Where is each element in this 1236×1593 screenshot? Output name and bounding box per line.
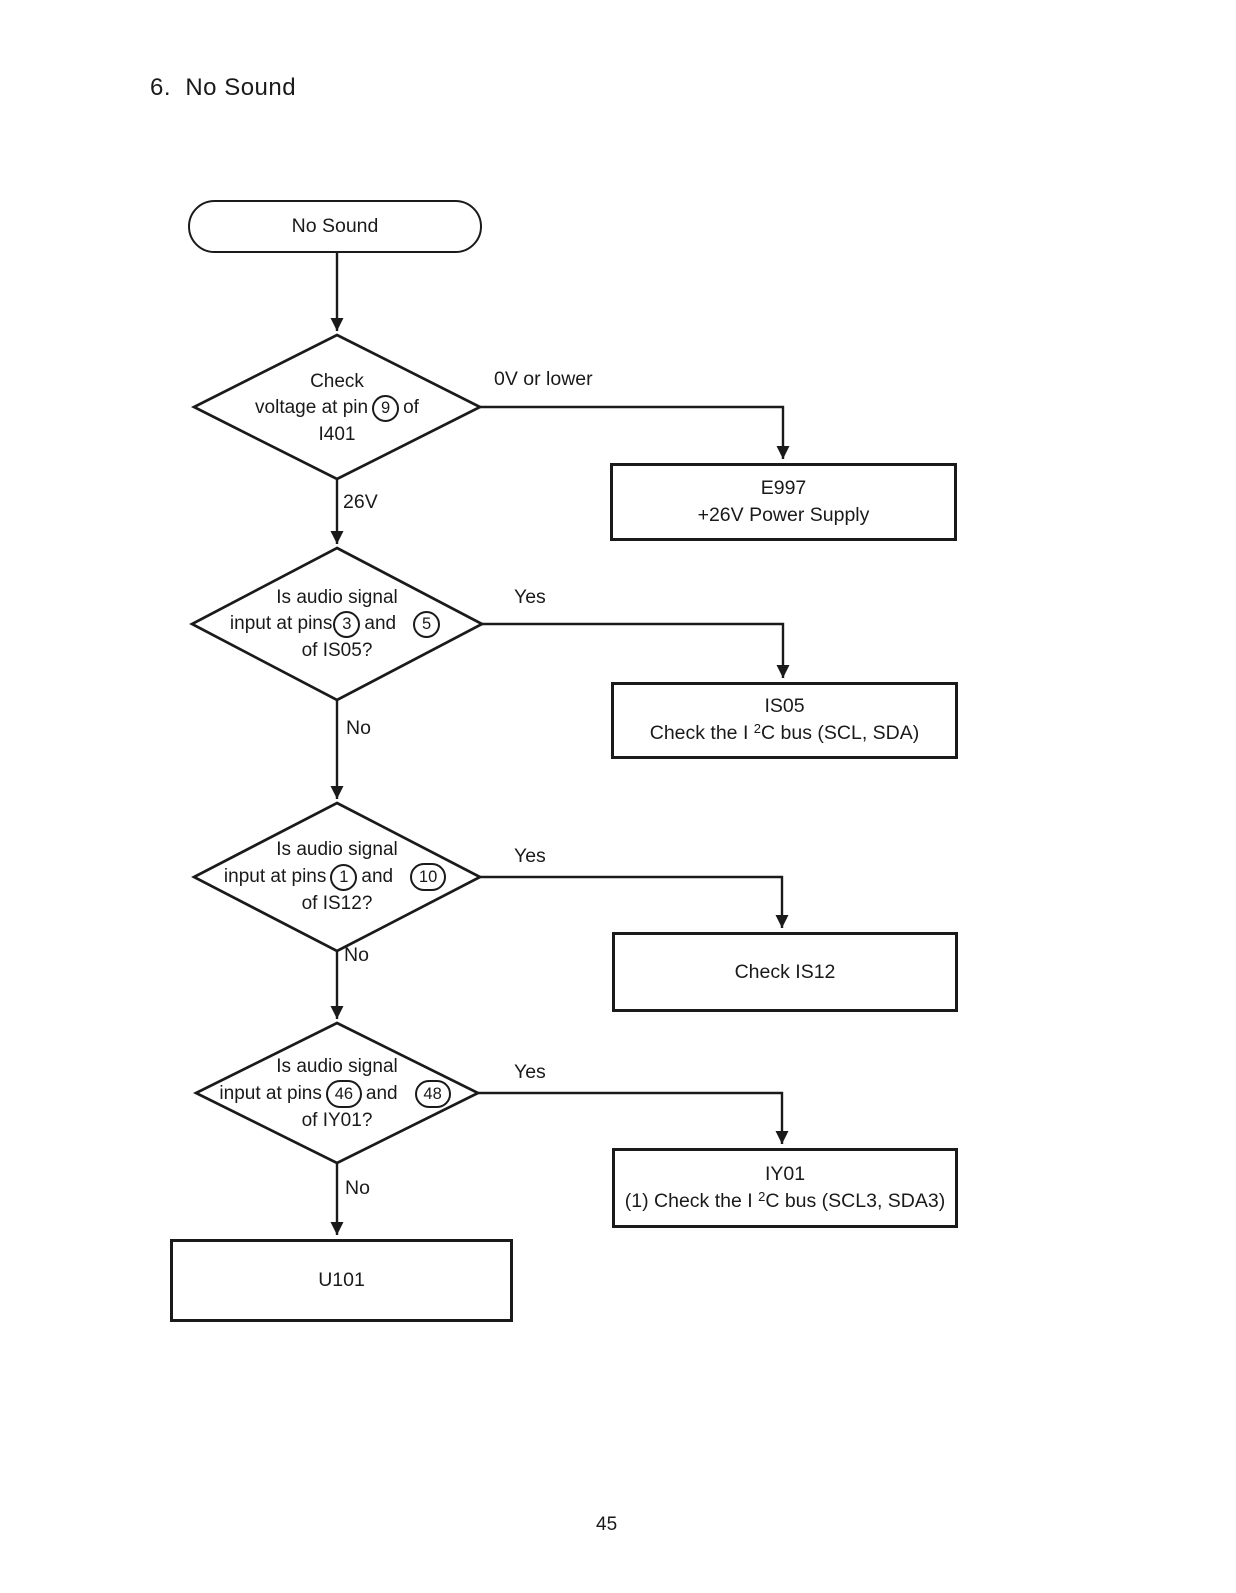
connector-decision3-yes-branch: [480, 875, 789, 928]
action-box-iy01: IY01 (1) Check the I 2C bus (SCL3, SDA3): [612, 1148, 958, 1228]
decision3-line1: Is audio signal: [276, 839, 398, 860]
superscript-2: 2: [758, 1188, 766, 1204]
decision2-line1: Is audio signal: [276, 586, 398, 608]
pin-circle-10: 10: [410, 863, 447, 891]
pin-circle-46: 46: [325, 1080, 362, 1108]
connector-decision1-yes-branch: [480, 405, 790, 459]
decision4-line3: of IY01?: [301, 1110, 373, 1131]
decision4-branch-label: Yes: [514, 1061, 546, 1083]
decision4-down-label: No: [345, 1177, 370, 1199]
page-number: 45: [596, 1514, 618, 1535]
action-box-is05: IS05 Check the I 2C bus (SCL, SDA): [611, 682, 958, 759]
action-box-e997: E997 +26V Power Supply: [610, 463, 957, 541]
end-box-u101: U101: [170, 1239, 513, 1322]
pin-circle-9: 9: [372, 394, 400, 422]
action-box-check-is12: Check IS12: [612, 932, 958, 1012]
action-iy01-line1: IY01: [764, 1162, 806, 1185]
connector-decision2-yes-branch: [482, 622, 790, 678]
decision2-branch-label: Yes: [514, 586, 546, 608]
superscript-2: 2: [753, 721, 762, 736]
pin-circle-5: 5: [413, 610, 441, 638]
decision1-down-label: 26V: [343, 491, 378, 513]
decision3-down-label: No: [344, 944, 369, 966]
action-iy01-line2: (1) Check the I 2C bus (SCL3, SDA3): [624, 1188, 946, 1212]
decision3-branch-label: Yes: [514, 845, 546, 867]
connector-decision4-yes-branch: [478, 1091, 789, 1144]
decision2-line3: of IS05?: [301, 639, 373, 661]
action-is12-line1: Check IS12: [734, 960, 836, 983]
decision1-line3: I401: [318, 423, 356, 445]
start-terminator: No Sound: [188, 200, 482, 253]
pin-circle-48: 48: [414, 1080, 451, 1108]
decision1-branch-label: 0V or lower: [494, 368, 593, 390]
action-e997-line1: E997: [760, 477, 807, 499]
action-is05-line1: IS05: [764, 695, 805, 717]
decision2-down-label: No: [346, 717, 371, 739]
decision1-line1: Check: [310, 370, 364, 392]
decision4-line1: Is audio signal: [276, 1056, 398, 1077]
page-title: 6. No Sound: [150, 74, 297, 101]
action-e997-line2: +26V Power Supply: [697, 504, 870, 526]
decision3-line3: of IS12?: [301, 893, 373, 914]
start-terminator-label: No Sound: [291, 215, 379, 237]
action-is05-line2: Check the I 2C bus (SCL, SDA): [649, 721, 920, 744]
decision1-diamond-shape: [190, 333, 484, 481]
pin-circle-1: 1: [330, 863, 358, 891]
pin-circle-3: 3: [333, 610, 361, 638]
end-box-label: U101: [318, 1269, 365, 1291]
